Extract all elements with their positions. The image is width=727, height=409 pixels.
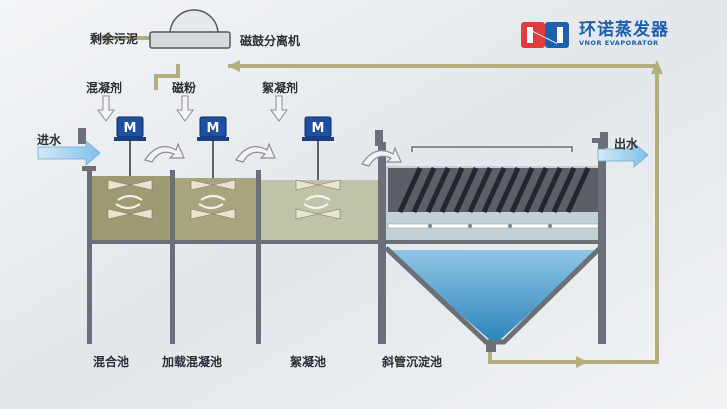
- bottom-pipe-arrow: [576, 356, 588, 368]
- support-legs: [87, 244, 606, 344]
- floc-tank-water: [260, 180, 378, 240]
- inlet-arrow: [37, 140, 101, 166]
- loaded-coag-tank-water: [174, 178, 258, 240]
- pipe-arrows: [96, 32, 663, 368]
- inclined-tube-pack: [387, 166, 599, 229]
- tank-walls: [82, 138, 606, 244]
- settling-cone-water: [386, 250, 600, 340]
- transfer-arrow-2: [235, 142, 276, 163]
- brand-name: 环诺蒸发器: [579, 19, 669, 40]
- floc-tank-label: 絮凝池: [290, 355, 327, 369]
- transfer-arrows: [144, 142, 402, 167]
- dosing-arrows: [97, 95, 288, 122]
- sludge-arrow: [96, 32, 110, 44]
- motor-3-label: M: [312, 121, 325, 136]
- return-pipe: [488, 72, 659, 364]
- sludge-label: 剩余污泥: [90, 32, 139, 46]
- flocculant-dosing-arrow: [270, 95, 288, 122]
- sludge-outlet: [486, 342, 496, 352]
- motor-1-label: M: [124, 121, 137, 136]
- powder-dosing-arrow: [176, 95, 194, 122]
- brand-logo-icon: [521, 22, 569, 48]
- powder-return-pipe: [154, 64, 180, 90]
- coagulant-dosing-arrow: [97, 95, 115, 122]
- mixing-tank-label: 混合池: [93, 355, 130, 369]
- riser-arrow: [651, 60, 663, 74]
- flocculant-label: 絮凝剂: [262, 81, 299, 95]
- magnetic-powder-label: 磁粉: [172, 81, 197, 95]
- flow-swirls: [115, 194, 331, 210]
- posts: [78, 128, 608, 148]
- mixer-1: [114, 116, 146, 199]
- mixer-2: [197, 116, 229, 199]
- transfer-arrow-3: [361, 146, 402, 167]
- outlet-label: 出水: [614, 137, 639, 151]
- top-pipe-arrow: [228, 60, 240, 72]
- impeller-1: [107, 179, 153, 220]
- impeller-2: [190, 179, 236, 220]
- coagulant-label: 混凝剂: [86, 81, 123, 95]
- impeller-3: [295, 179, 341, 220]
- inlet-label: 进水: [37, 133, 62, 147]
- overflow-weir: [411, 146, 573, 152]
- separator-label: 磁鼓分离机: [240, 34, 301, 48]
- transfer-arrow-1: [144, 142, 185, 163]
- impellers: [107, 179, 341, 220]
- magnetic-drum-separator: [149, 9, 231, 49]
- motor-2-label: M: [207, 121, 220, 136]
- loaded-coag-tank-label: 加载混凝池: [162, 355, 223, 369]
- brand-logo: 环诺蒸发器 VNOR EVAPORATOR: [521, 20, 669, 48]
- brand-subtitle: VNOR EVAPORATOR: [579, 38, 659, 47]
- mixer-group: [114, 116, 334, 199]
- mixer-3: [302, 116, 334, 199]
- settling-tank-label: 斜管沉淀池: [382, 355, 443, 369]
- outlet-arrow: [597, 142, 649, 168]
